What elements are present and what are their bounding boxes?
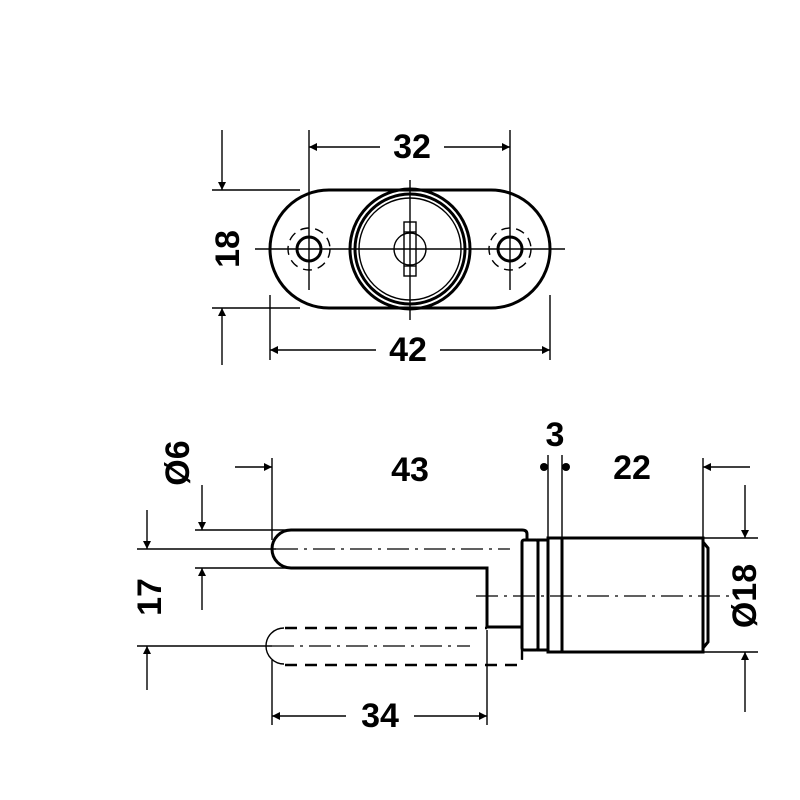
side-view: 43 3 22 Ø6 17 Ø18 34 bbox=[131, 416, 768, 735]
dim-plate-length: 42 bbox=[389, 331, 427, 369]
dim-pin-diameter: Ø6 bbox=[159, 440, 197, 485]
dim-body-length: 22 bbox=[613, 449, 651, 487]
top-view: 32 42 18 bbox=[209, 128, 565, 369]
retracted-pin-outline bbox=[285, 626, 524, 667]
lock-body bbox=[560, 536, 705, 654]
dim-body-diameter: Ø18 bbox=[726, 564, 764, 628]
screw-hole-left bbox=[295, 235, 323, 263]
screw-hole-right bbox=[496, 235, 524, 263]
dim-pin-length: 43 bbox=[391, 451, 429, 489]
dim-travel: 34 bbox=[361, 697, 399, 735]
locking-pin bbox=[270, 528, 529, 629]
key-slot bbox=[403, 221, 417, 277]
dim-plate-height: 18 bbox=[209, 230, 247, 268]
dim-flange: 3 bbox=[546, 416, 565, 454]
dim-hole-spacing: 32 bbox=[393, 128, 431, 166]
dim-pin-offset: 17 bbox=[131, 578, 169, 616]
lock-cylinder bbox=[348, 187, 472, 311]
